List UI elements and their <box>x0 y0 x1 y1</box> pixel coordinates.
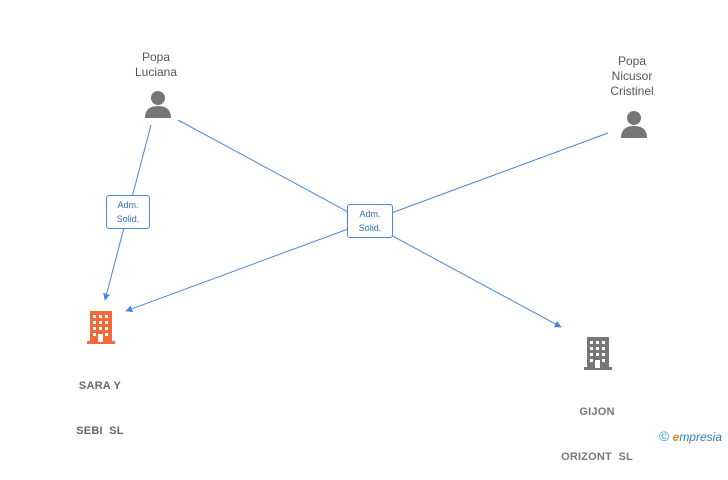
company-name-line: ORIZONT SL <box>561 451 633 463</box>
company-name-line: SEBI SL <box>76 425 124 437</box>
company-node-sara-y-sebi[interactable]: SARA Y SEBI SL <box>60 349 140 454</box>
person-icon <box>145 91 171 118</box>
edge-label-line: Solid. <box>116 214 140 224</box>
company-name-line: SARA Y <box>78 380 122 392</box>
person-icon <box>621 111 647 138</box>
edge-label-line: Adm. <box>117 200 139 210</box>
building-icon <box>87 311 115 344</box>
company-name-line: GIJON <box>579 406 615 418</box>
brand-e: e <box>672 430 680 444</box>
edge-label-line: Solid. <box>358 223 382 233</box>
person-name-line: Popa <box>617 54 647 68</box>
brand-logo: © empresia <box>659 428 722 444</box>
copyright-icon: © <box>658 428 670 444</box>
person-name-line: Popa <box>141 50 171 64</box>
company-node-gijon-orizont[interactable]: GIJON ORIZONT SL <box>552 375 642 480</box>
edge-label-adm-solid-center[interactable]: Adm. Solid. <box>347 204 393 238</box>
person-node-popa-nicusor-cristinel[interactable]: Popa Nicusor Cristinel <box>590 54 674 99</box>
person-name-line: Cristinel <box>610 84 654 98</box>
edge-label-adm-solid-left[interactable]: Adm. Solid. <box>106 195 150 229</box>
person-node-popa-luciana[interactable]: Popa Luciana <box>118 50 194 80</box>
edge-label-line: Adm. <box>359 209 381 219</box>
person-name-line: Luciana <box>134 65 178 79</box>
building-icon <box>584 337 612 370</box>
brand-name: mpresia <box>679 430 722 444</box>
person-name-line: Nicusor <box>611 69 653 83</box>
relationship-diagram <box>87 91 647 370</box>
